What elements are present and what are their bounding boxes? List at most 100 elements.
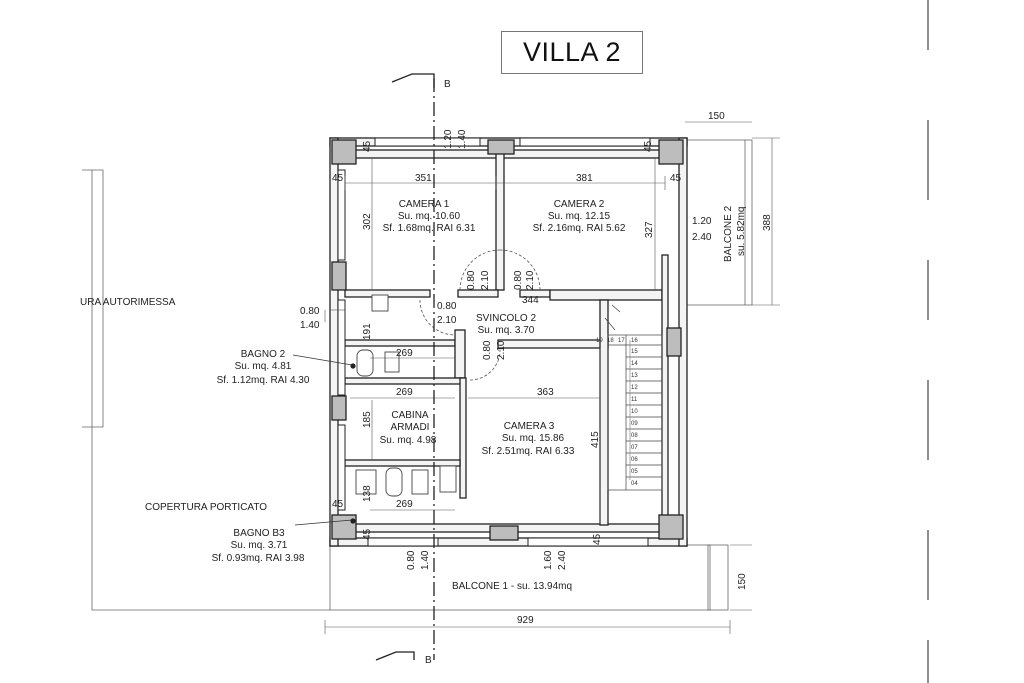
dim-45-f: 45 xyxy=(362,528,373,540)
room-cabina-name2: ARMADI xyxy=(391,422,430,433)
room-bagnob3-name: BAGNO B3 xyxy=(233,528,285,539)
room-svincolo-area: Su. mq. 3.70 xyxy=(478,325,535,336)
dim-160-bottom: 1.60 xyxy=(543,550,554,570)
dim-415: 415 xyxy=(590,431,601,448)
stair-num: 13 xyxy=(631,373,638,379)
label-balcone1: BALCONE 1 - su. 13.94mq xyxy=(452,581,572,592)
room-bagno2-area: Su. mq. 4.81 xyxy=(235,361,292,372)
room-camera2-area: Su. mq. 12.15 xyxy=(548,211,611,222)
label-porticato: COPERTURA PORTICATO xyxy=(145,502,267,513)
dim-302: 302 xyxy=(362,213,373,230)
label-balcone2-name: BALCONE 2 xyxy=(723,205,734,262)
room-camera3-area: Su. mq. 15.86 xyxy=(502,433,565,444)
dim-210-c: 2.10 xyxy=(437,315,457,326)
dim-140-top: 1.40 xyxy=(457,129,468,149)
bagno2-marker xyxy=(350,363,356,369)
stair-numbers: 19 18 17 16 15 14 13 12 11 10 09 08 07 0… xyxy=(596,338,638,487)
label-autorimessa: URA AUTORIMESSA xyxy=(80,297,176,308)
room-camera1: CAMERA 1 Su. mq. 10.60 Sf. 1.68mq. RAI 6… xyxy=(383,199,476,234)
dim-45-g: 45 xyxy=(592,533,603,545)
room-svincolo: SVINCOLO 2 Su. mq. 3.70 xyxy=(476,313,536,336)
dim-344: 344 xyxy=(522,295,539,306)
vertical-dimension-texts: 1.20 1.40 45 45 302 327 388 0.80 2.10 0.… xyxy=(362,129,773,590)
stair-num: 06 xyxy=(631,457,638,463)
dim-120-right: 1.20 xyxy=(692,216,712,227)
stair-num: 16 xyxy=(631,338,638,344)
room-cabina-area: Su. mq. 4.98 xyxy=(380,435,437,446)
dim-185: 185 xyxy=(362,411,373,428)
dim-351: 351 xyxy=(415,173,432,184)
room-bagnob3-area: Su. mq. 3.71 xyxy=(231,540,288,551)
dim-080-c: 0.80 xyxy=(437,301,457,312)
dim-929: 929 xyxy=(517,615,534,626)
room-camera3: CAMERA 3 Su. mq. 15.86 Sf. 2.51mq. RAI 6… xyxy=(482,421,575,457)
dim-120-top: 1.20 xyxy=(443,129,454,149)
windows xyxy=(337,137,651,547)
room-svincolo-name: SVINCOLO 2 xyxy=(476,313,536,324)
dim-240-bottom: 2.40 xyxy=(557,550,568,570)
stair-num: 17 xyxy=(618,338,625,344)
door-swings xyxy=(419,249,541,381)
leader-lines xyxy=(292,354,353,526)
dim-388: 388 xyxy=(762,214,773,231)
dim-150-top: 150 xyxy=(708,111,725,122)
stair-num: 07 xyxy=(631,445,638,451)
section-line xyxy=(375,73,435,661)
room-bagnob3: BAGNO B3 Su. mq. 3.71 Sf. 0.93mq. RAI 3.… xyxy=(212,528,305,564)
stair-num: 14 xyxy=(631,361,638,367)
section-mark-bottom: B xyxy=(425,655,432,666)
dimension-texts: 150 45 351 381 45 1.20 2.40 0.80 1.40 0.… xyxy=(300,111,725,626)
room-cabina: CABINA ARMADI Su. mq. 4.98 xyxy=(380,410,437,446)
dim-269-c: 269 xyxy=(396,499,413,510)
dim-327: 327 xyxy=(644,221,655,238)
dim-191: 191 xyxy=(362,323,373,340)
dim-080-a-v: 0.80 xyxy=(466,270,477,290)
room-bagnob3-window: Sf. 0.93mq. RAI 3.98 xyxy=(212,553,305,564)
dim-210-a-v: 2.10 xyxy=(480,270,491,290)
pillars xyxy=(331,139,684,541)
dim-080-a: 0.80 xyxy=(300,306,320,317)
room-bagno2-name: BAGNO 2 xyxy=(241,349,286,360)
dim-080-b-v: 0.80 xyxy=(513,270,524,290)
dim-210-d-v: 2.10 xyxy=(496,340,507,360)
room-camera2-name: CAMERA 2 xyxy=(554,199,605,210)
room-camera3-name: CAMERA 3 xyxy=(504,421,555,432)
dim-269-a: 269 xyxy=(396,348,413,359)
room-bagno2: BAGNO 2 Su. mq. 4.81 Sf. 1.12mq. RAI 4.3… xyxy=(217,349,310,386)
stair-num: 12 xyxy=(631,385,638,391)
room-camera3-window: Sf. 2.51mq. RAI 6.33 xyxy=(482,446,575,457)
dim-45-e: 45 xyxy=(332,499,344,510)
stair-num: 15 xyxy=(631,349,638,355)
dimension-lines xyxy=(324,121,780,634)
dim-45-c: 45 xyxy=(670,173,682,184)
staircase xyxy=(604,304,663,491)
stair-num: 05 xyxy=(631,469,638,475)
dim-45-d: 45 xyxy=(643,140,654,152)
label-balcone2-area: su. 5.82mq xyxy=(736,207,747,256)
bathroom-fixtures xyxy=(355,294,457,497)
dim-45-b: 45 xyxy=(362,140,373,152)
dim-269-b: 269 xyxy=(396,387,413,398)
room-camera2-window: Sf. 2.16mq. RAI 5.62 xyxy=(533,223,626,234)
dim-138: 138 xyxy=(362,485,373,502)
dim-140-left: 1.40 xyxy=(300,320,320,331)
dim-381: 381 xyxy=(576,173,593,184)
stair-num: 10 xyxy=(631,409,638,415)
dim-140-bottom: 1.40 xyxy=(420,550,431,570)
stair-num: 11 xyxy=(631,397,638,403)
room-camera1-area: Su. mq. 10.60 xyxy=(398,211,461,222)
stair-num: 18 xyxy=(607,338,614,344)
page-title: VILLA 2 xyxy=(501,31,643,74)
stair-num: 19 xyxy=(596,338,603,344)
dim-080-d-v: 0.80 xyxy=(482,340,493,360)
dim-080-bottom: 0.80 xyxy=(406,550,417,570)
room-cabina-name1: CABINA xyxy=(391,410,429,421)
room-camera2: CAMERA 2 Su. mq. 12.15 Sf. 2.16mq. RAI 5… xyxy=(533,199,626,234)
dim-45-a: 45 xyxy=(332,173,344,184)
section-mark-top: B xyxy=(444,79,451,90)
room-camera1-name: CAMERA 1 xyxy=(399,199,450,210)
stair-num: 04 xyxy=(631,481,638,487)
dim-363: 363 xyxy=(537,387,554,398)
dim-240-right: 2.40 xyxy=(692,232,712,243)
